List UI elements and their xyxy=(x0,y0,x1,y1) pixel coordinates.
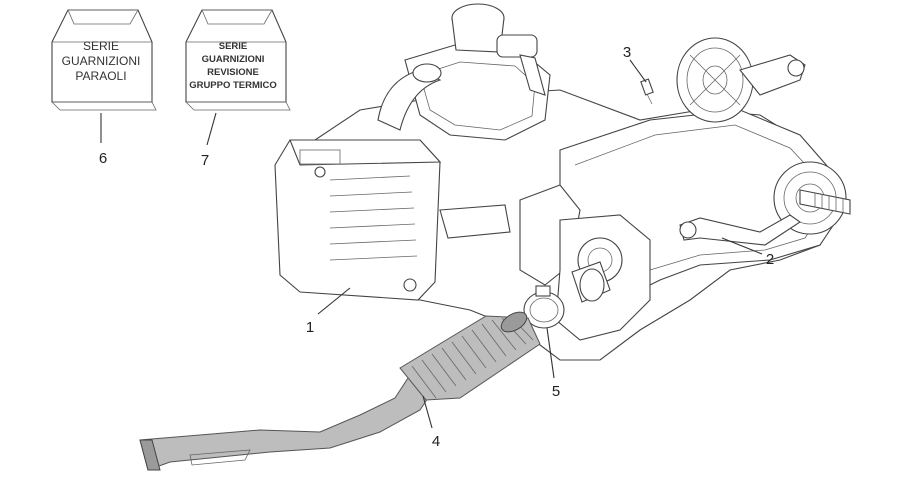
callout-1: 1 xyxy=(306,319,314,336)
kit6-line-2: GUARNIZIONI xyxy=(62,54,141,68)
callout-5: 5 xyxy=(552,383,560,400)
callout-2: 2 xyxy=(766,251,774,268)
bolt-part-3 xyxy=(640,78,654,105)
callout-7: 7 xyxy=(201,152,209,169)
axle-shaft xyxy=(799,189,851,215)
leader-line-2 xyxy=(721,237,763,255)
kit7-line-3: REVISIONE xyxy=(207,67,259,78)
kit6-line-1: SERIE xyxy=(83,39,119,53)
air-filter-box-part-1 xyxy=(274,139,442,301)
leader-line-7 xyxy=(206,112,217,146)
callout-6: 6 xyxy=(99,150,107,167)
leader-line-5 xyxy=(546,327,555,379)
kit7-line-4: GRUPPO TERMICO xyxy=(189,80,277,91)
kit7-line-2: GUARNIZIONI xyxy=(202,54,265,65)
leader-line-1 xyxy=(317,287,351,315)
intake-duct-part-4 xyxy=(139,311,541,471)
duct-bellows-ribs xyxy=(411,317,534,399)
callout-4: 4 xyxy=(432,433,440,450)
leader-line-4 xyxy=(422,395,433,429)
kit-bag-gaskets-oil-seals: SERIE GUARNIZIONI PARAOLI xyxy=(51,9,157,111)
leader-line-3 xyxy=(629,59,647,83)
hose-clamp-part-5 xyxy=(523,285,565,329)
kit-bag-cylinder-overhaul: SERIE GUARNIZIONI REVISIONE GRUPPO TERMI… xyxy=(185,9,291,111)
callout-3: 3 xyxy=(623,44,631,61)
kit7-line-1: SERIE xyxy=(219,41,248,52)
kit6-line-3: PARAOLI xyxy=(75,69,126,83)
engine-assembly xyxy=(274,3,851,361)
